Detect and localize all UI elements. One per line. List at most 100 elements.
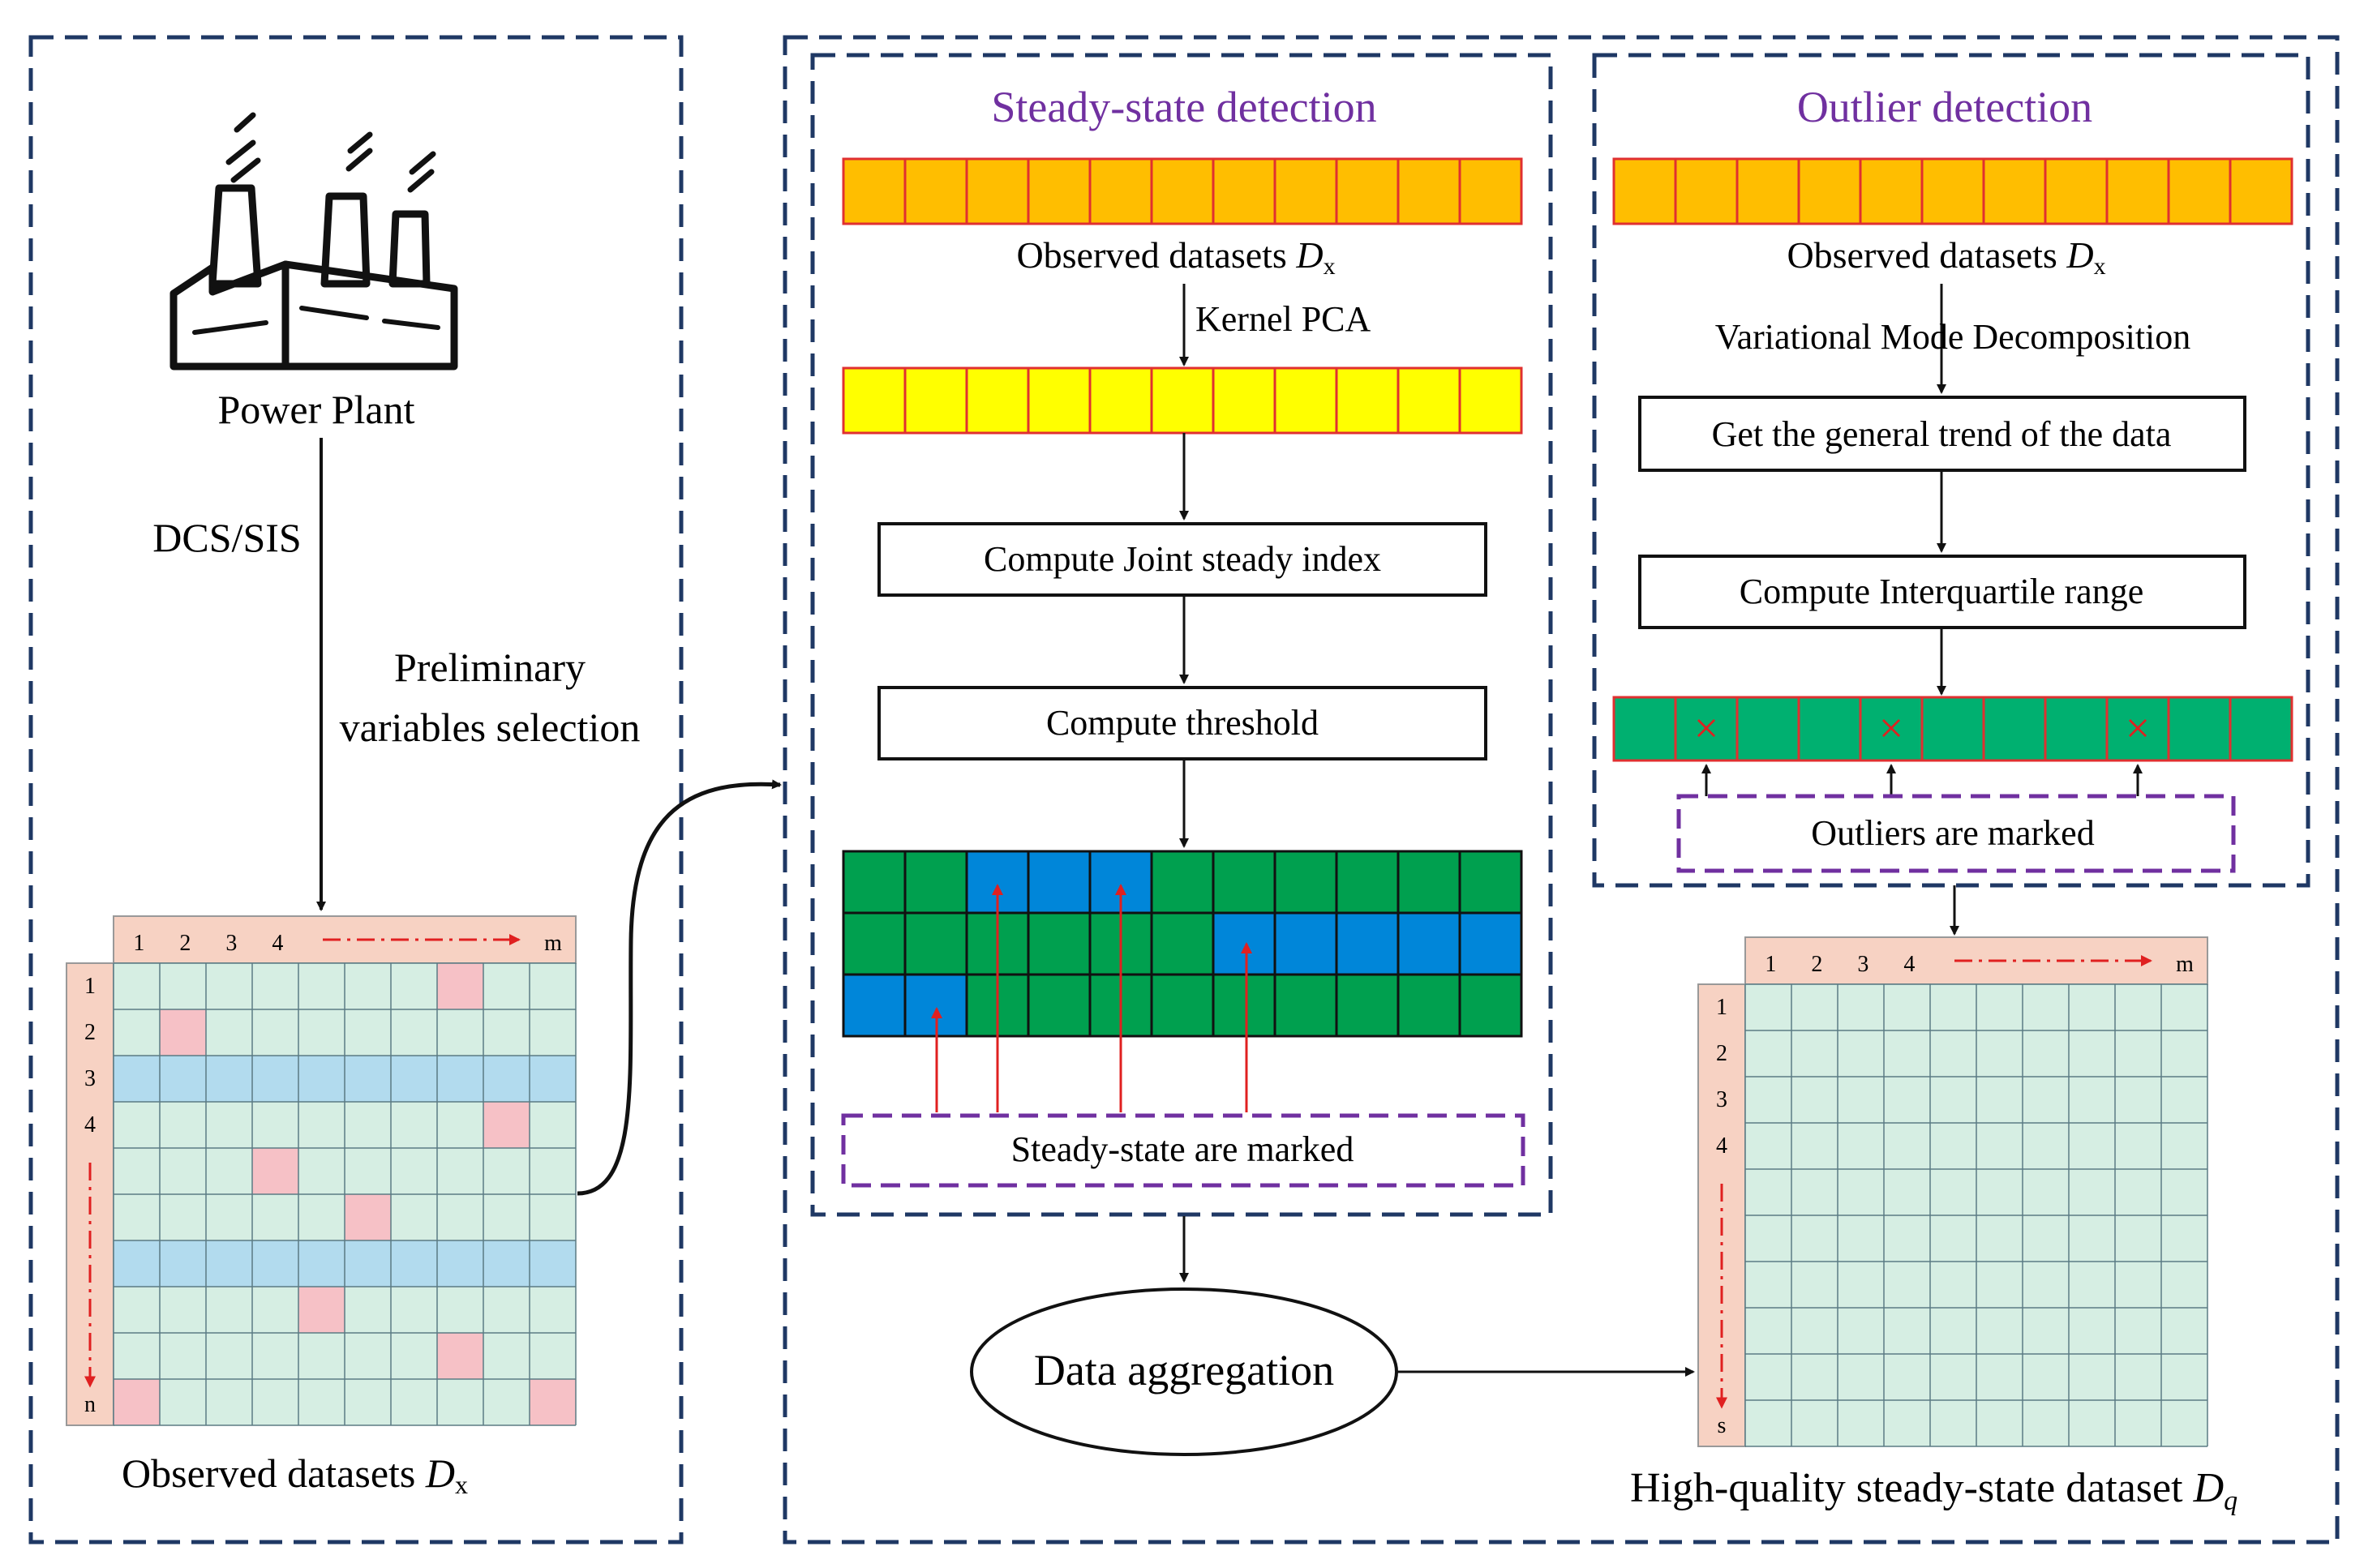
- grid-cell: [1397, 850, 1461, 915]
- grid-cell: [842, 850, 907, 915]
- data-cell: [1735, 157, 1800, 225]
- left-frame: [28, 35, 684, 1544]
- outlier-title: Outlier detection: [1797, 83, 2092, 131]
- row-label: 4: [1716, 1133, 1727, 1159]
- plant-label: Power Plant: [217, 387, 414, 432]
- steady-red-arrows: [931, 884, 1252, 1112]
- data-cell: [842, 366, 907, 435]
- grid-cell: [1027, 911, 1092, 976]
- outlier-cell: [437, 963, 483, 1009]
- data-cell: [1458, 366, 1523, 435]
- data-cell: [1150, 366, 1215, 435]
- outlier-cell: [345, 1194, 391, 1240]
- data-cell: [1920, 157, 1985, 225]
- data-cell: [1612, 157, 1677, 225]
- outlier-frame: [1592, 53, 2310, 888]
- row-label: n: [84, 1392, 96, 1417]
- data-cell: [965, 157, 1030, 225]
- row-label: 3: [1716, 1087, 1727, 1112]
- outlier-mark: ×: [1694, 704, 1718, 752]
- column-label: m: [544, 931, 562, 956]
- data-cell: [1920, 696, 1985, 762]
- data-cell: [1612, 696, 1677, 762]
- data-cell: [1859, 157, 1924, 225]
- data-cell: [2044, 157, 2109, 225]
- selection-label-line2: variables selection: [340, 705, 641, 750]
- data-cell: [1212, 157, 1276, 225]
- data-cell: [1335, 366, 1400, 435]
- data-cell: [2167, 157, 2232, 225]
- outlier-cell: [437, 1333, 483, 1379]
- row-label: 1: [1716, 995, 1727, 1020]
- outlier-cell: [114, 1379, 160, 1425]
- steady-cell: [1397, 911, 1461, 976]
- row-label: 3: [84, 1066, 96, 1091]
- data-cell: [1088, 157, 1153, 225]
- grid-cell: [842, 911, 907, 976]
- outlier-mark: ×: [2126, 704, 2150, 752]
- data-cell: [2105, 157, 2170, 225]
- column-label: 3: [1857, 952, 1868, 977]
- data-cell: [1027, 157, 1092, 225]
- outlier-cell: [530, 1379, 576, 1425]
- data-cell: [903, 157, 968, 225]
- data-cell: [1797, 696, 1862, 762]
- column-label: 1: [1765, 952, 1776, 977]
- grid-cell: [1212, 973, 1276, 1038]
- steady-cell: [842, 973, 907, 1038]
- outlier-observed-caption: Observed datasets Dx: [1787, 234, 2105, 280]
- data-cell: [1088, 366, 1153, 435]
- row-label: 2: [1716, 1041, 1727, 1066]
- kernel-pca-label: Kernel PCA: [1195, 299, 1371, 339]
- right-frame: [783, 35, 2340, 1544]
- left-to-right-arrow: [577, 779, 782, 1196]
- result-caption: High-quality steady-state dataset Dq: [1630, 1465, 2237, 1516]
- data-cell: [965, 366, 1030, 435]
- row-label: s: [1718, 1413, 1727, 1438]
- outlier-cell: [252, 1148, 298, 1194]
- data-cell: [1273, 366, 1338, 435]
- grid-cell: [1212, 850, 1276, 915]
- outlier-marked-label: Outliers are marked: [1811, 813, 2094, 853]
- steady-cell: [1335, 911, 1400, 976]
- grid-cell: [1150, 911, 1215, 976]
- grid-cell: [903, 850, 968, 915]
- grid-cell: [1150, 973, 1215, 1038]
- outlier-marked-box: [1676, 794, 2236, 873]
- column-label: 4: [272, 931, 283, 956]
- row-label: 2: [84, 1020, 96, 1045]
- grid-cell: [1273, 850, 1338, 915]
- data-cell: [1027, 366, 1092, 435]
- outlier-mark: ×: [1879, 704, 1903, 752]
- outlier-cell: [160, 1009, 206, 1056]
- grid-cell: [1150, 850, 1215, 915]
- data-cell: [1674, 157, 1739, 225]
- column-label: 2: [179, 931, 191, 956]
- column-label: 2: [1811, 952, 1822, 977]
- outlier-up-arrows: [1701, 764, 2143, 796]
- data-cell: [1335, 157, 1400, 225]
- data-cell: [1859, 696, 1924, 762]
- steady-observed-caption: Observed datasets Dx: [1016, 234, 1335, 280]
- joint-index-box: [877, 522, 1487, 597]
- aggregation-label: Data aggregation: [1034, 1346, 1334, 1394]
- data-cell: [903, 366, 968, 435]
- steady-cell: [1458, 911, 1523, 976]
- iqr-box: [1638, 555, 2246, 629]
- grid-cell: [903, 911, 968, 976]
- data-cell: [1397, 157, 1461, 225]
- column-label: 4: [1903, 952, 1915, 977]
- steady-orange-row: [842, 157, 1523, 225]
- outlier-cell: [298, 1287, 345, 1333]
- steady-state-grid: [842, 850, 1523, 1038]
- trend-box: [1638, 396, 2246, 472]
- column-label: 3: [225, 931, 237, 956]
- data-cell: [1150, 157, 1215, 225]
- outlier-green-row: × × ×: [1612, 696, 2293, 762]
- steady-marked-label: Steady-state are marked: [1011, 1129, 1354, 1169]
- data-cell: [2229, 696, 2293, 762]
- factory-icon: [169, 112, 458, 371]
- steady-cell: [1212, 911, 1276, 976]
- steady-title: Steady-state detection: [991, 83, 1376, 131]
